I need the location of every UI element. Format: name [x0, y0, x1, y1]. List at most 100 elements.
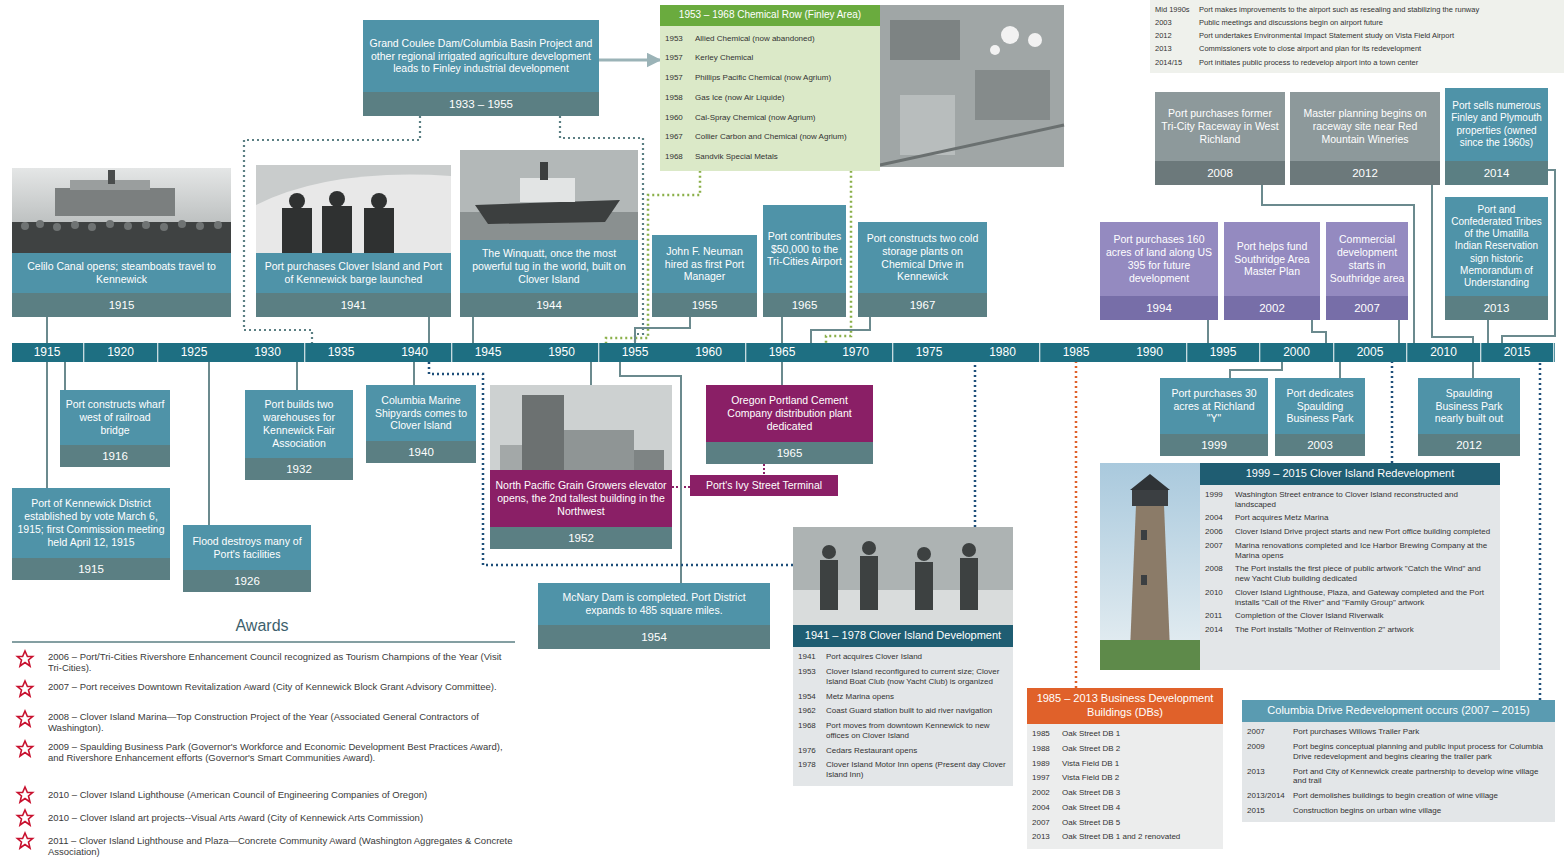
list-item: Oak Street DB 3	[1062, 788, 1217, 798]
year-band: 1915	[12, 558, 170, 580]
list-panel: Mid 1990sPort makes improvements to the …	[1150, 0, 1564, 73]
event-text: Port purchases 160 acres of land along U…	[1105, 233, 1213, 284]
list-row: 1967Collier Carbon and Chemical (now Agr…	[665, 127, 874, 147]
year-band: 1941	[256, 293, 451, 317]
list-row: 2015Construction begins on urban wine vi…	[1247, 803, 1549, 818]
year-band: 2008	[1155, 161, 1285, 185]
event-box: Commercial development starts in Southri…	[1326, 222, 1408, 320]
box-body: Celilo Canal opens; steamboats travel to…	[12, 253, 231, 293]
box-body: Commercial development starts in Southri…	[1326, 222, 1408, 296]
list-row: 1976Cedars Restaurant opens	[798, 743, 1007, 758]
list-year: 2002	[1032, 788, 1062, 798]
box-body: McNary Dam is completed. Port District e…	[538, 583, 770, 625]
connector	[1230, 362, 1282, 378]
list-row: 1999Washington Street entrance to Clover…	[1205, 488, 1494, 512]
list-row: 2012Port undertakes Environmental Impact…	[1155, 29, 1558, 42]
photo-lighthouse	[1100, 463, 1200, 670]
event-box: Port builds two warehouses for Kennewick…	[245, 390, 353, 480]
list-item: Kerley Chemical	[695, 53, 874, 63]
list-item: Cedars Restaurant opens	[826, 746, 1007, 756]
photo-barge	[256, 165, 451, 253]
terminal-text: Port's Ivy Street Terminal	[696, 479, 832, 492]
box-body: Port purchases 30 acres at Richland "Y"	[1160, 378, 1268, 434]
event-text: Port contributes $50,000 to the Tri-Citi…	[766, 230, 843, 268]
photo-tug	[460, 150, 638, 240]
list-row: 2003Public meetings and discussions begi…	[1155, 16, 1558, 29]
timeline-axis: 1915192019251930193519401945195019551960…	[12, 343, 1555, 362]
box-body: Port purchases Clover Island and Port of…	[256, 253, 451, 293]
list-item: Oak Street DB 2	[1062, 744, 1217, 754]
list-year: 2003	[1155, 18, 1199, 27]
list-row: 1957Kerley Chemical	[665, 48, 874, 68]
list-row: 2006Clover Island Drive project starts a…	[1205, 525, 1494, 539]
list-rows: 1941Port acquires Clover Island1953Clove…	[793, 647, 1013, 787]
list-row: 2009Port begins conceptual planning and …	[1247, 740, 1549, 765]
list-item: Allied Chemical (now abandoned)	[695, 34, 874, 44]
list-year: 2010	[1205, 588, 1235, 608]
list-row: 1978Clover Island Motor Inn opens (Prese…	[798, 758, 1007, 783]
event-box: Port constructs two cold storage plants …	[858, 222, 987, 317]
connector	[1391, 362, 1394, 463]
list-row: 1954Metz Marina opens	[798, 689, 1007, 704]
list-row: 2013Oak Street DB 1 and 2 renovated	[1032, 830, 1217, 845]
axis-year: 1930	[246, 343, 290, 362]
list-year: 1997	[1032, 773, 1062, 783]
list-header: 1985 – 2013 Business Development Buildin…	[1027, 688, 1223, 724]
connector	[590, 362, 592, 385]
axis-year: 1945	[466, 343, 510, 362]
axis-year: 1940	[393, 343, 437, 362]
list-year: 1976	[798, 746, 826, 756]
list-year: 1953	[798, 667, 826, 687]
box-body: Port and Confederated Tribes of the Umat…	[1445, 197, 1548, 296]
award-item: 2006 – Port/Tri-Cities Rivershore Enhanc…	[48, 651, 514, 673]
box-body: Port builds two warehouses for Kennewick…	[245, 390, 353, 458]
list-year: 2013	[1032, 832, 1062, 842]
axis-year: 2000	[1275, 343, 1319, 362]
list-row: 2011Completion of the Clover Island Rive…	[1205, 609, 1494, 623]
list-year: 2012	[1155, 31, 1199, 40]
axis-year: 2005	[1348, 343, 1392, 362]
connector	[599, 59, 660, 62]
box-body: Port contributes $50,000 to the Tri-Citi…	[763, 205, 846, 293]
axis-year: 1995	[1201, 343, 1245, 362]
list-year: 1985	[1032, 729, 1062, 739]
event-box: Port purchases 160 acres of land along U…	[1100, 222, 1218, 320]
connector	[1075, 362, 1078, 688]
event-text: Port dedicates Spaulding Business Park	[1280, 387, 1360, 425]
connector	[208, 362, 210, 525]
list-item: Phillips Pacific Chemical (now Agrium)	[695, 73, 874, 83]
box-body: Master planning begins on raceway site n…	[1290, 92, 1440, 161]
list-row: 2014The Port installs "Mother of Reinven…	[1205, 623, 1494, 637]
event-box: McNary Dam is completed. Port District e…	[538, 583, 770, 649]
year-band: 2012	[1290, 161, 1440, 185]
connector	[635, 317, 690, 343]
year-band: 1932	[245, 458, 353, 480]
list-item: The Port installs "Mother of Reinvention…	[1235, 625, 1494, 635]
event-text: Grand Coulee Dam/Columbia Basin Project …	[368, 37, 594, 75]
list-year: 1989	[1032, 759, 1062, 769]
list-year: 2013	[1155, 44, 1199, 53]
award-item: 2009 – Spaulding Business Park (Governor…	[48, 741, 514, 763]
list-item: Public meetings and discussions begin on…	[1199, 18, 1558, 27]
list-item: Oak Street DB 1 and 2 renovated	[1062, 832, 1217, 842]
list-row: 2013Commissioners vote to close airport …	[1155, 42, 1558, 55]
list-item: Port acquires Clover Island	[826, 652, 1007, 662]
list-year: 1978	[798, 760, 826, 780]
axis-year: 1965	[760, 343, 804, 362]
event-text: Port purchases 30 acres at Richland "Y"	[1165, 387, 1263, 425]
year-band: 2014	[1445, 161, 1548, 185]
list-box: 1941 – 1978 Clover Island Development194…	[793, 527, 1013, 786]
list-item: Port undertakes Environmental Impact Sta…	[1199, 31, 1558, 40]
list-year: 2008	[1205, 564, 1235, 584]
list-panel: 1953 – 1968 Chemical Row (Finley Area)19…	[660, 5, 880, 171]
year-band: 1944	[460, 293, 638, 317]
connector	[64, 362, 66, 390]
axis-year: 1990	[1128, 343, 1172, 362]
event-text: The Winquatt, once the most powerful tug…	[465, 247, 633, 285]
list-box: 1953 – 1968 Chemical Row (Finley Area)19…	[660, 5, 1064, 171]
list-item: Port initiates public process to redevel…	[1199, 58, 1558, 67]
event-box: John F. Neuman hired as first Port Manag…	[652, 235, 757, 317]
event-box: Flood destroys many of Port's facilities…	[183, 525, 311, 592]
year-band: 1915	[12, 293, 231, 317]
list-year: 2014/15	[1155, 58, 1199, 67]
